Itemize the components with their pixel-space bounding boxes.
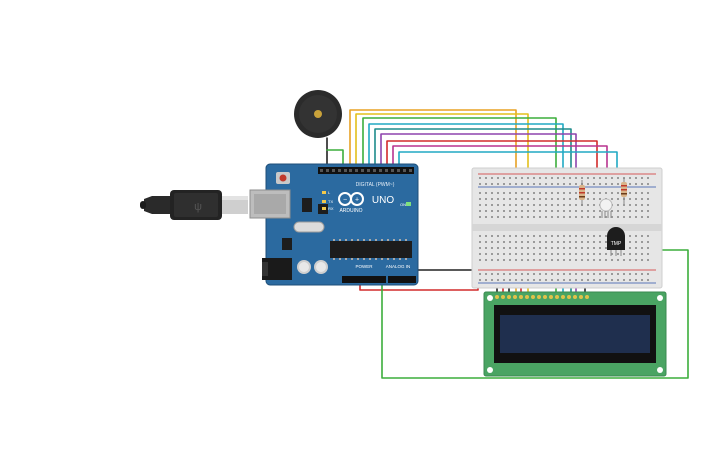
l-led-label: L bbox=[328, 190, 331, 195]
arduino-model-text: UNO bbox=[372, 195, 394, 206]
lcd-pin[interactable] bbox=[561, 295, 565, 299]
temperature-sensor[interactable]: TMP bbox=[607, 227, 625, 256]
lcd-pin[interactable] bbox=[537, 295, 541, 299]
breadboard[interactable] bbox=[471, 167, 663, 289]
lcd-pin[interactable] bbox=[525, 295, 529, 299]
wire-red-d[interactable] bbox=[386, 140, 598, 183]
lcd-pin[interactable] bbox=[531, 295, 535, 299]
svg-text:−: − bbox=[343, 197, 347, 204]
capacitors bbox=[297, 260, 328, 274]
wire-buzzer-2[interactable] bbox=[326, 149, 344, 167]
lcd-pin[interactable] bbox=[519, 295, 523, 299]
lcd-pin[interactable] bbox=[513, 295, 517, 299]
digital-header-label: DIGITAL (PWM~) bbox=[356, 182, 395, 188]
usb-plug[interactable]: ψ bbox=[140, 190, 248, 220]
lcd-pin[interactable] bbox=[555, 295, 559, 299]
resistor-1[interactable] bbox=[579, 180, 585, 206]
piezo-buzzer[interactable] bbox=[294, 90, 342, 138]
power-header[interactable] bbox=[342, 276, 386, 283]
lcd-pin[interactable] bbox=[585, 295, 589, 299]
arduino-logo-text: ARDUINO bbox=[339, 208, 362, 214]
svg-text:+: + bbox=[355, 197, 359, 204]
usb-logo-text: ψ bbox=[194, 201, 202, 213]
resistor-2[interactable] bbox=[621, 178, 627, 204]
lcd-pin[interactable] bbox=[501, 295, 505, 299]
power-jack[interactable] bbox=[262, 258, 292, 280]
lcd-pin-header[interactable] bbox=[495, 295, 589, 299]
arduino-uno-board[interactable]: DIGITAL (PWM~) − + ARDUINO UNO L TX RX O… bbox=[249, 163, 419, 286]
analog-header[interactable] bbox=[388, 276, 416, 283]
tx-led-label: TX bbox=[328, 199, 333, 204]
tmp-label: TMP bbox=[611, 241, 622, 247]
lcd-pin[interactable] bbox=[543, 295, 547, 299]
lcd-pin[interactable] bbox=[567, 295, 571, 299]
analog-header-label: ANALOG IN bbox=[386, 264, 411, 269]
rx-led-label: RX bbox=[328, 206, 334, 211]
rgb-led[interactable] bbox=[599, 198, 613, 218]
lcd-pin[interactable] bbox=[507, 295, 511, 299]
power-header-label: POWER bbox=[355, 264, 373, 269]
atmega-chip bbox=[330, 241, 412, 258]
lcd-pin[interactable] bbox=[549, 295, 553, 299]
lcd-pin[interactable] bbox=[495, 295, 499, 299]
on-led-label: ON bbox=[400, 202, 406, 207]
crystal bbox=[293, 221, 325, 233]
lcd-screen bbox=[500, 315, 650, 353]
digital-header[interactable] bbox=[318, 167, 414, 174]
lcd-pin[interactable] bbox=[579, 295, 583, 299]
lcd-16x2[interactable] bbox=[483, 291, 667, 377]
lcd-pin[interactable] bbox=[573, 295, 577, 299]
arduino-logo: − + bbox=[338, 192, 364, 206]
wire-analog-green[interactable] bbox=[381, 249, 689, 379]
